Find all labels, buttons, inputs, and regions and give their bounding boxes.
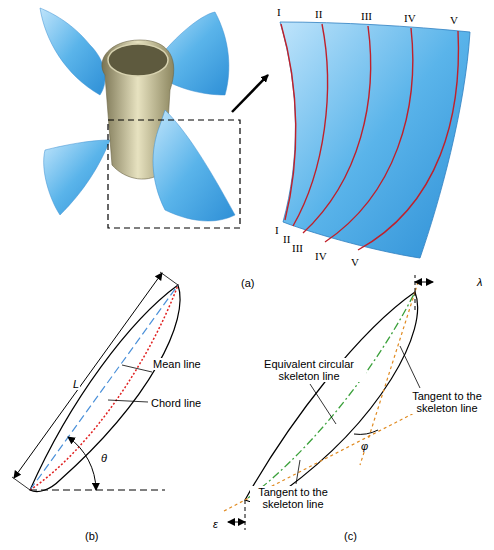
section-numeral: III bbox=[291, 242, 304, 254]
section-numeral: I bbox=[274, 224, 280, 236]
angle-label: θ bbox=[100, 452, 108, 464]
section-numeral: IV bbox=[403, 12, 417, 24]
callout-label: Mean line bbox=[152, 358, 202, 370]
angle-label: φ bbox=[360, 440, 369, 452]
dimension-label: λ bbox=[476, 276, 483, 288]
dimension-label: ε bbox=[212, 518, 219, 530]
dimension-label: L bbox=[72, 378, 80, 390]
section-numeral: III bbox=[360, 10, 373, 22]
section-numeral: V bbox=[350, 256, 360, 268]
section-numeral: II bbox=[282, 233, 291, 245]
panel-label: (c) bbox=[343, 530, 358, 542]
propeller bbox=[40, 8, 268, 228]
panel-label: (a) bbox=[240, 277, 255, 289]
section-numeral: I bbox=[276, 6, 282, 18]
section-numeral: IV bbox=[314, 250, 328, 262]
callout-label: Tangent to the skeleton line bbox=[250, 486, 336, 510]
airfoil-b bbox=[12, 272, 180, 492]
panel-label: (b) bbox=[84, 530, 99, 542]
blade bbox=[280, 22, 470, 258]
callout-label: Tangent to the skeleton line bbox=[404, 390, 490, 414]
section-numeral: V bbox=[449, 14, 459, 26]
airfoil-c bbox=[224, 275, 433, 530]
callout-label: Chord line bbox=[150, 397, 202, 409]
callout-label: Equivalent circular skeleton line bbox=[252, 358, 366, 382]
section-numeral: II bbox=[314, 8, 323, 20]
